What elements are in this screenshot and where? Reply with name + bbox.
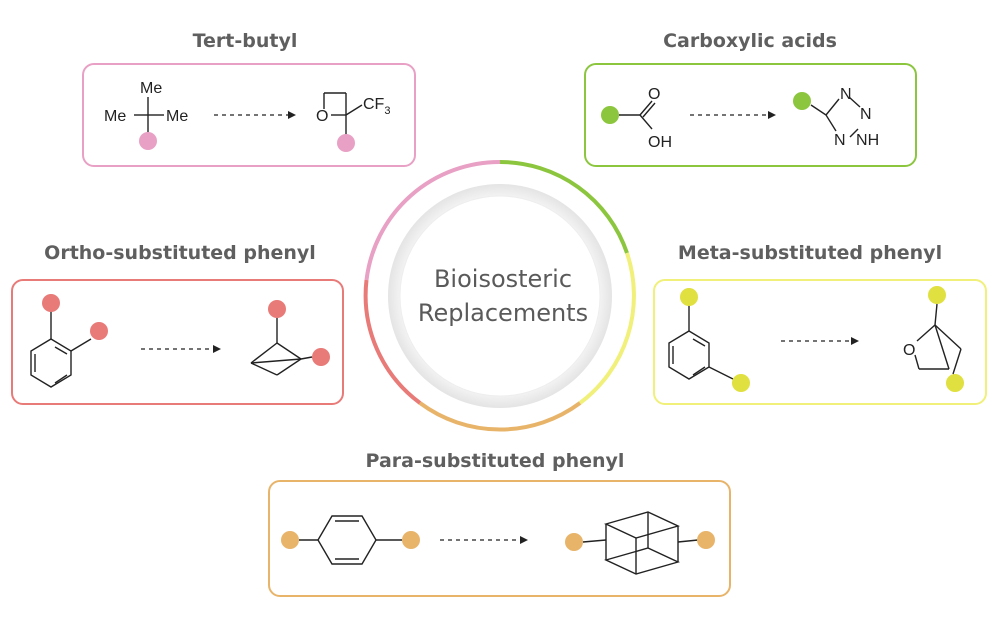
ca-o: O xyxy=(648,86,660,103)
center-title-line1: Bioisosteric xyxy=(433,265,573,293)
ortho-ball-3 xyxy=(268,300,286,318)
carboxylic-acids-heading: Carboxylic acids xyxy=(663,30,837,52)
meta-heading: Meta-substituted phenyl xyxy=(677,242,943,264)
para-structures xyxy=(281,511,715,575)
para-heading: Para-substituted phenyl xyxy=(365,450,625,472)
tb-me-top: Me xyxy=(140,80,162,97)
meta-structures: O xyxy=(668,286,964,392)
ca-n1: N xyxy=(840,86,852,103)
tb-me-left: Me xyxy=(104,108,126,125)
ortho-ball-1 xyxy=(42,294,60,312)
ortho-ball-4 xyxy=(312,348,330,366)
para-ball-2 xyxy=(402,531,420,549)
ca-n2: N xyxy=(860,106,872,123)
para-ball-1 xyxy=(281,531,299,549)
center-title-line2: Replacements xyxy=(417,299,589,327)
tb-cf3: CF3 xyxy=(363,96,390,117)
meta-ball-3 xyxy=(928,286,946,304)
ortho-heading: Ortho-substituted phenyl xyxy=(44,242,316,264)
tb-oxetane-ball xyxy=(337,134,355,152)
ortho-ball-2 xyxy=(90,322,108,340)
para-ball-4 xyxy=(697,531,715,549)
para-panel xyxy=(268,480,731,597)
ca-nh: NH xyxy=(856,132,879,149)
tb-oxetane-o: O xyxy=(316,108,328,125)
para-ball-3 xyxy=(565,533,583,551)
meta-ball-1 xyxy=(680,288,698,306)
meta-oxa-o: O xyxy=(903,342,915,359)
ortho-panel xyxy=(11,279,344,405)
ring-arc-red xyxy=(363,279,422,405)
ca-arrowhead xyxy=(768,111,776,119)
carboxylic-structures: O OH N N N NH xyxy=(601,86,879,151)
tb-attachment-ball xyxy=(139,132,157,150)
meta-ball-2 xyxy=(732,374,750,392)
tert-butyl-heading: Tert-butyl xyxy=(192,30,298,52)
ring-arc-yellow xyxy=(578,252,636,405)
ortho-arrowhead xyxy=(213,345,221,353)
tb-me-right: Me xyxy=(166,108,188,125)
para-arrowhead xyxy=(520,536,528,544)
ring-arc-pink xyxy=(364,159,501,281)
center-title: Bioisosteric Replacements xyxy=(403,262,603,330)
meta-ball-4 xyxy=(946,374,964,392)
ca-n3: N xyxy=(834,132,846,149)
ring-arc-orange xyxy=(418,401,582,432)
tert-butyl-structures: Me Me Me O CF3 xyxy=(104,80,390,152)
tb-arrowhead xyxy=(288,111,296,119)
meta-arrowhead xyxy=(851,337,859,345)
ca-oh: OH xyxy=(648,134,672,151)
ring-arc-green xyxy=(499,159,629,254)
ca-ball-left xyxy=(601,106,619,124)
ca-ball-right xyxy=(793,92,811,110)
ortho-structures xyxy=(30,294,330,388)
